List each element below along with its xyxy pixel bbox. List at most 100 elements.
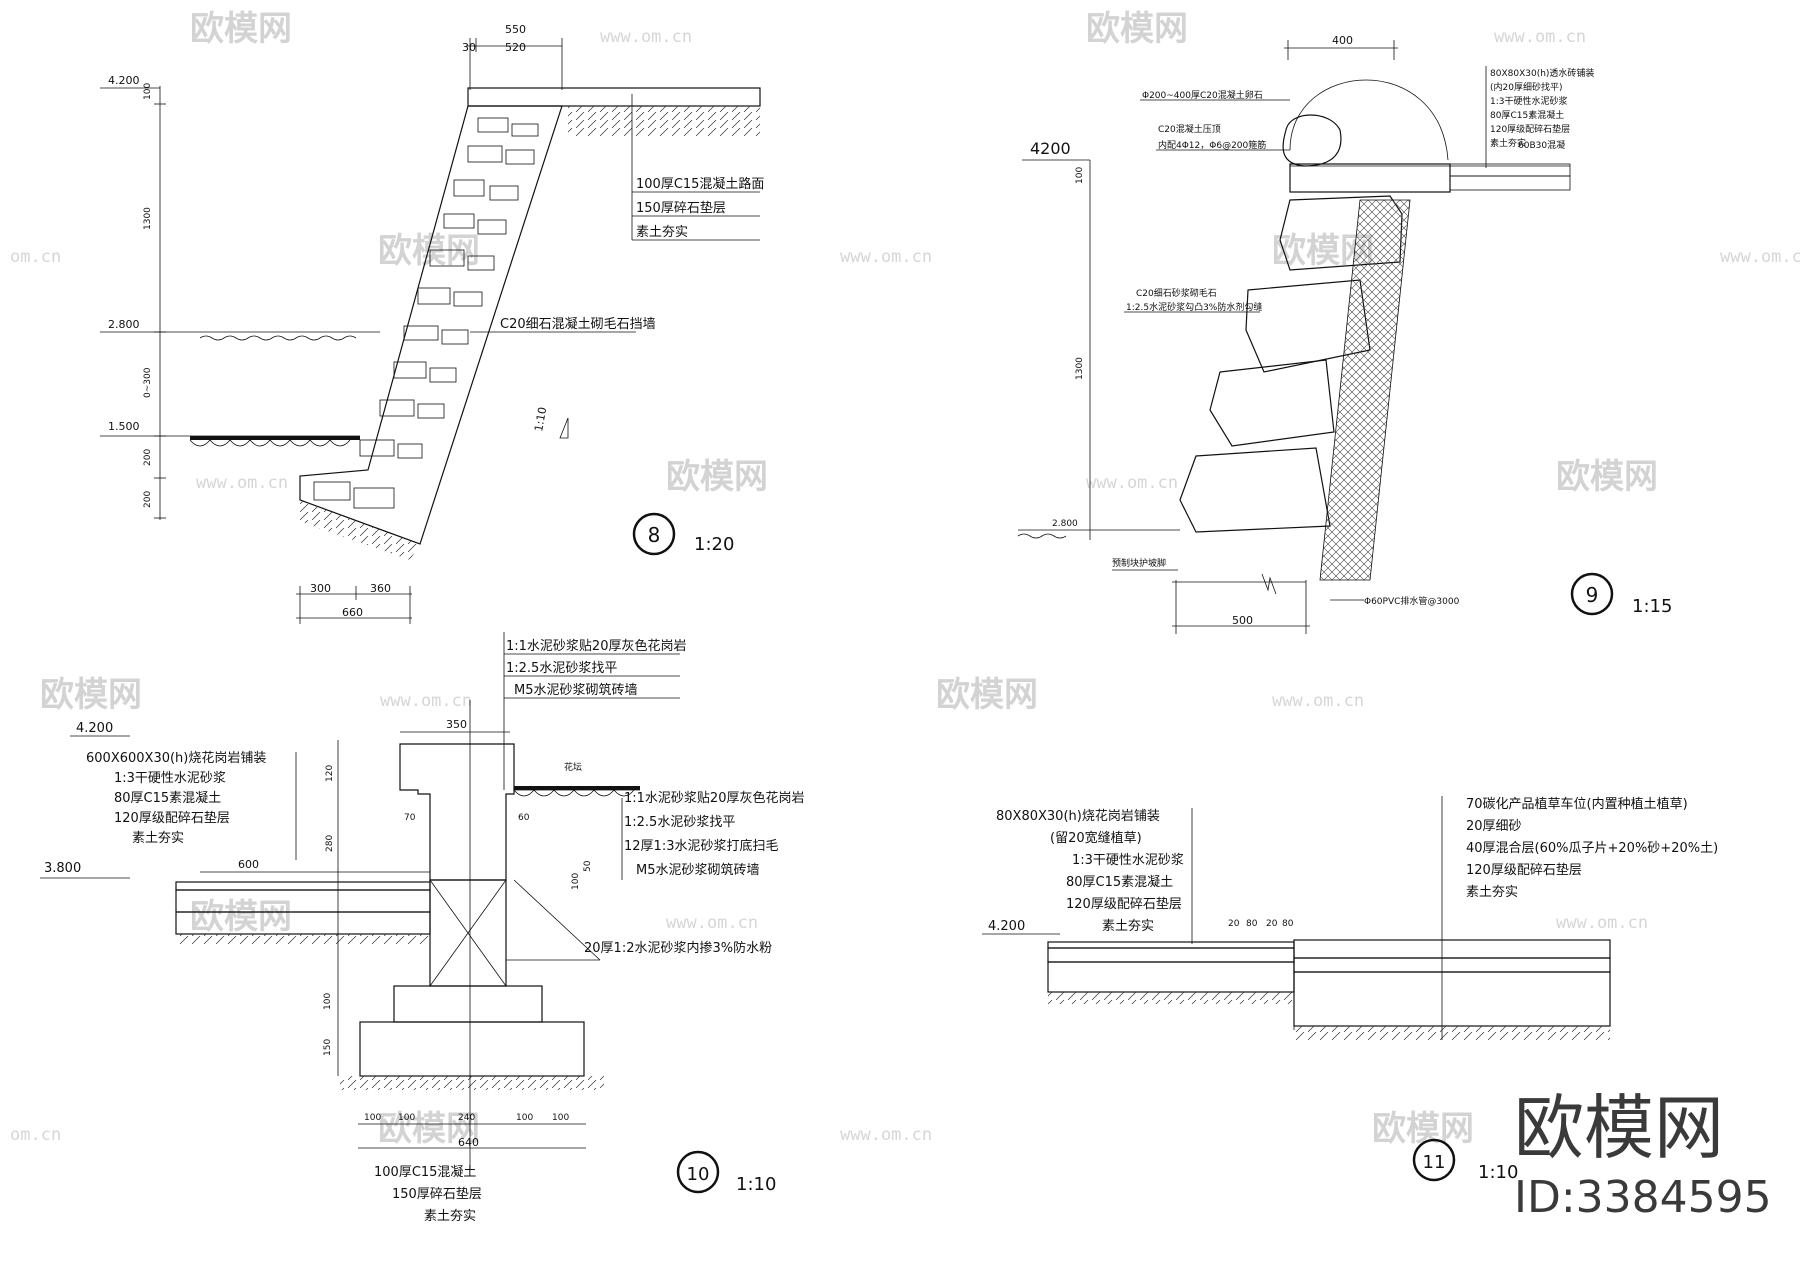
d10-dim-50r: 50: [583, 860, 593, 872]
d10-bottom-layer-3: 素土夯实: [424, 1209, 476, 1224]
watermark-brand: 欧模网: [190, 9, 292, 49]
d10-elev-low: 3.800: [44, 861, 81, 876]
d11-left-layer-4: 80厚C15素混凝土: [1066, 874, 1173, 890]
d8-wall-note: C20细石混凝土砌毛石挡墙: [500, 316, 656, 332]
watermark-brand: 欧模网: [1556, 457, 1658, 497]
d8-scale: 1:20: [694, 534, 734, 555]
watermark-url: om.cn: [10, 247, 61, 267]
d10-dim-b5: 100: [552, 1113, 569, 1123]
d10-dim-280: 280: [325, 835, 335, 852]
watermark-url: om.cn: [10, 1125, 61, 1145]
d11-dim-3: 20: [1266, 919, 1278, 929]
watermark-brand: 欧模网: [40, 675, 142, 715]
d8-dim-520: 520: [505, 41, 526, 54]
d9-scale: 1:15: [1632, 596, 1672, 617]
d8-dim-100: 100: [143, 83, 153, 100]
d9-layer-4: 80厚C15素混凝土: [1490, 109, 1564, 121]
d10-left-layer-1: 600X600X30(h)烧花岗岩铺装: [86, 750, 266, 766]
d10-waterproof: 20厚1:2水泥砂浆内掺3%防水粉: [584, 940, 772, 956]
d9-elev-water: 2.800: [1052, 519, 1078, 529]
d9-bottom-note: 预制块护坡脚: [1112, 557, 1166, 569]
d8-dim-200a: 200: [143, 449, 153, 466]
d10-dim-640: 640: [458, 1136, 479, 1149]
watermark-url: www.om.cn: [600, 27, 692, 47]
watermark-brand: 欧模网: [378, 231, 480, 271]
d8-elev-top: 4.200: [108, 74, 140, 87]
d10-dim-600: 600: [238, 858, 259, 871]
d11-number: 11: [1423, 1152, 1446, 1173]
brand-logo-text: 欧模网: [1514, 1087, 1724, 1169]
d8-elev-bottom: 1.500: [108, 420, 140, 433]
watermark-brand: 欧模网: [936, 675, 1038, 715]
d8-layer-2: 150厚碎石垫层: [636, 200, 726, 216]
d8-dim-300: 300: [310, 582, 331, 595]
d10-planter: 花坛: [564, 761, 582, 773]
d10-top-layer-3: M5水泥砂浆砌筑砖墙: [514, 682, 638, 698]
d8-elev-water: 2.800: [108, 318, 140, 331]
watermark-url: www.om.cn: [1494, 27, 1586, 47]
d9-layer-6: 素土夯实: [1490, 137, 1526, 149]
d8-dim-660: 660: [342, 606, 363, 619]
d10-dim-60: 60: [518, 813, 530, 823]
d10-dim-b3: 240: [458, 1113, 475, 1123]
watermark-layer: 欧模网欧模网欧模网欧模网欧模网欧模网欧模网欧模网欧模网欧模网欧模网www.om.…: [10, 9, 1800, 1149]
watermark-brand: 欧模网: [378, 1109, 480, 1149]
watermark-brand: 欧模网: [1086, 9, 1188, 49]
d8-layer-3: 素土夯实: [636, 225, 688, 240]
watermark-brand: 欧模网: [666, 457, 768, 497]
d10-right-layer-4: M5水泥砂浆砌筑砖墙: [636, 862, 760, 878]
d8-dim-200b: 200: [143, 491, 153, 508]
watermark-url: www.om.cn: [840, 247, 932, 267]
d10-dim-100r: 100: [571, 873, 581, 890]
d9-pipe-note: Φ60PVC排水管@3000: [1364, 595, 1460, 607]
d8-dim-30: 30: [462, 41, 476, 54]
d9-layer-5: 120厚级配碎石垫层: [1490, 123, 1570, 135]
d10-right-layer-3: 12厚1:3水泥砂浆打底扫毛: [624, 838, 778, 854]
d11-dim-4: 80: [1282, 919, 1294, 929]
d11-dim-1: 20: [1228, 919, 1240, 929]
d11-right-layer-2: 20厚细砂: [1466, 819, 1522, 834]
d10-dim-350: 350: [446, 718, 467, 731]
d9-rock-note: Φ200~400厚C20混凝土卵石: [1142, 89, 1263, 101]
d10-dim-120: 120: [325, 765, 335, 782]
d10-dim-b1: 100: [364, 1113, 381, 1123]
d10-dim-70: 70: [404, 813, 416, 823]
d11-elevation: 4.200: [988, 919, 1025, 934]
d10-top-layer-2: 1:2.5水泥砂浆找平: [506, 661, 617, 676]
d11-right-layer-5: 素土夯实: [1466, 885, 1518, 900]
d9-number: 9: [1586, 583, 1599, 607]
d10-left-layer-5: 素土夯实: [132, 831, 184, 846]
d9-layer-3: 1:3干硬性水泥砂浆: [1490, 95, 1568, 107]
d9-dim-1300: 1300: [1075, 357, 1085, 380]
d11-dim-2: 80: [1246, 919, 1258, 929]
watermark-url: www.om.cn: [1272, 691, 1364, 711]
d11-scale: 1:10: [1478, 1162, 1518, 1183]
d11-left-layer-5: 120厚级配碎石垫层: [1066, 896, 1182, 912]
d9-wall-note-2: 1:2.5水泥砂浆勾凸3%防水剂勾缝: [1126, 301, 1262, 313]
d10-right-layer-1: 1:1水泥砂浆贴20厚灰色花岗岩: [624, 790, 804, 806]
d9-layer-1: 80X80X30(h)透水砖铺装: [1490, 67, 1594, 79]
d10-dim-100v: 100: [323, 993, 333, 1010]
d9-elev-top: 4200: [1030, 139, 1071, 158]
detail-9-rock-wall: 400 4200 100 1300 2.800 Φ200~400厚C20混凝土卵…: [1017, 34, 1672, 634]
watermark-url: www.om.cn: [196, 473, 288, 493]
watermark-url: www.om.cn: [380, 691, 472, 711]
watermark-url: www.om.cn: [1556, 913, 1648, 933]
detail-11-pavement: 80X80X30(h)烧花岗岩铺装 (留20宽缝植草) 1:3干硬性水泥砂浆 8…: [982, 796, 1718, 1183]
d10-dim-b4: 100: [516, 1113, 533, 1123]
d11-left-layer-3: 1:3干硬性水泥砂浆: [1072, 853, 1184, 868]
d9-dim-500: 500: [1232, 614, 1253, 627]
watermark-url: www.om.cn: [1086, 473, 1178, 493]
d10-scale: 1:10: [736, 1174, 776, 1195]
d10-bottom-layer-1: 100厚C15混凝土: [374, 1164, 476, 1180]
d11-right-layer-3: 40厚混合层(60%瓜子片+20%砂+20%土): [1466, 841, 1718, 856]
d10-dim-b2: 100: [398, 1113, 415, 1123]
d11-right-layer-4: 120厚级配碎石垫层: [1466, 862, 1582, 878]
d9-wall-note-1: C20细石砂浆砌毛石: [1136, 287, 1217, 299]
d10-elev-top: 4.200: [76, 721, 113, 736]
d8-number: 8: [648, 523, 661, 547]
d10-dim-150v: 150: [323, 1039, 333, 1056]
d8-dim-360: 360: [370, 582, 391, 595]
d9-label-right: 60B30混凝: [1518, 140, 1565, 151]
detail-8-retaining-wall: 550 30 520 4.200 2.800 1.500 100 1300 0~…: [100, 23, 764, 624]
